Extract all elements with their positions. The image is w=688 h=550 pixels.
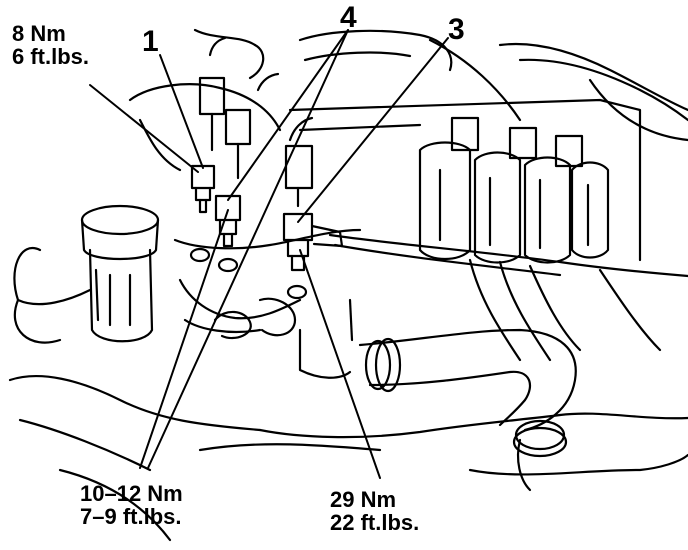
callout-number-1: 1	[142, 25, 159, 58]
torque-spec-1: 8 Nm 6 ft.lbs.	[12, 22, 89, 68]
sensor-1	[190, 164, 216, 214]
electrical-connectors	[198, 36, 314, 208]
engine-block-outline	[8, 247, 688, 542]
leader-callout-1	[159, 54, 204, 169]
cylinder-head	[288, 98, 688, 362]
torque-metric-1: 8 Nm	[12, 21, 66, 46]
torque-metric-4: 10–12 Nm	[80, 481, 183, 506]
callout-number-3: 3	[448, 13, 465, 46]
upper-hoses	[193, 28, 688, 142]
torque-imperial-3: 22 ft.lbs.	[330, 510, 420, 536]
leader-callout-3	[297, 37, 449, 223]
leader-torque-1	[89, 84, 199, 173]
sensor-4	[214, 194, 242, 248]
callout-number-4: 4	[340, 1, 357, 34]
thermostat-housing	[128, 83, 362, 379]
lower-hose	[358, 328, 577, 492]
torque-imperial-1: 6 ft.lbs.	[12, 44, 90, 70]
reservoir-cap	[80, 204, 160, 343]
leader-torque-3	[299, 249, 381, 479]
leader-callout-4-a	[227, 29, 349, 201]
torque-spec-3: 29 Nm 22 ft.lbs.	[330, 488, 419, 534]
torque-metric-3: 29 Nm	[330, 487, 397, 512]
leader-lines	[89, 29, 449, 479]
torque-spec-4: 10–12 Nm 7–9 ft.lbs.	[80, 482, 183, 528]
sensor-3	[282, 212, 344, 272]
leader-callout-4-b	[147, 29, 349, 469]
leader-torque-4	[139, 209, 229, 469]
torque-imperial-4: 7–9 ft.lbs.	[80, 504, 182, 530]
